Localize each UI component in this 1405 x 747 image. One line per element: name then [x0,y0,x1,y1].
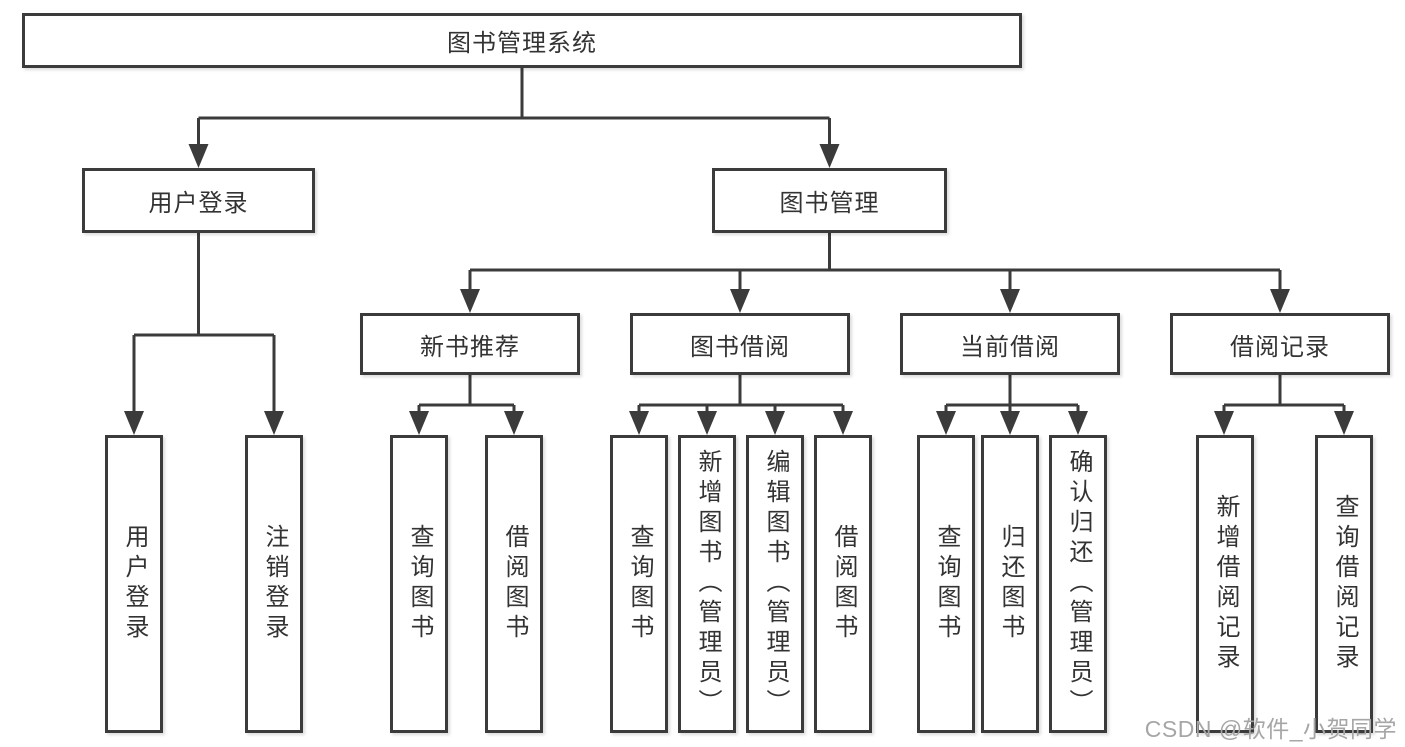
node-library-system: 图书管理系统 [22,13,1022,68]
connector-borrow-records-to-leaves [1214,375,1354,435]
connector-book-borrow-to-leaves [629,375,853,435]
leaf-add-borrow-record: 新增借阅记录 [1196,435,1254,733]
leaf-edit-books-admin: 编辑图书（管理员） [746,435,804,733]
node-book-borrow: 图书借阅 [630,313,850,375]
connector-new-book-recommend-to-leaves [409,375,524,435]
connector-book-management-to-level3 [460,233,1290,313]
leaf-query-books-recommend: 查询图书 [390,435,448,733]
watermark: CSDN @软件_小贺同学 [1144,716,1397,742]
leaf-add-books-admin: 新增图书（管理员） [678,435,736,733]
connector-root-to-level2 [188,68,840,168]
leaf-borrow-books-recommend: 借阅图书 [485,435,543,733]
leaf-return-books: 归还图书 [981,435,1039,733]
leaf-query-borrow-record: 查询借阅记录 [1315,435,1373,733]
leaf-confirm-return-admin: 确认归还（管理员） [1049,435,1107,733]
leaf-query-books-current: 查询图书 [917,435,975,733]
connector-user-login-to-leaves [124,233,284,435]
leaf-user-login: 用户登录 [105,435,163,733]
connector-current-borrow-to-leaves [936,375,1088,435]
leaf-borrow-books: 借阅图书 [814,435,872,733]
node-borrow-records: 借阅记录 [1170,313,1390,375]
node-book-management: 图书管理 [712,168,947,233]
leaf-query-books-borrow: 查询图书 [610,435,668,733]
node-current-borrow: 当前借阅 [900,313,1120,375]
node-user-login: 用户登录 [82,168,315,233]
node-new-book-recommend: 新书推荐 [360,313,580,375]
leaf-logout: 注销登录 [245,435,303,733]
